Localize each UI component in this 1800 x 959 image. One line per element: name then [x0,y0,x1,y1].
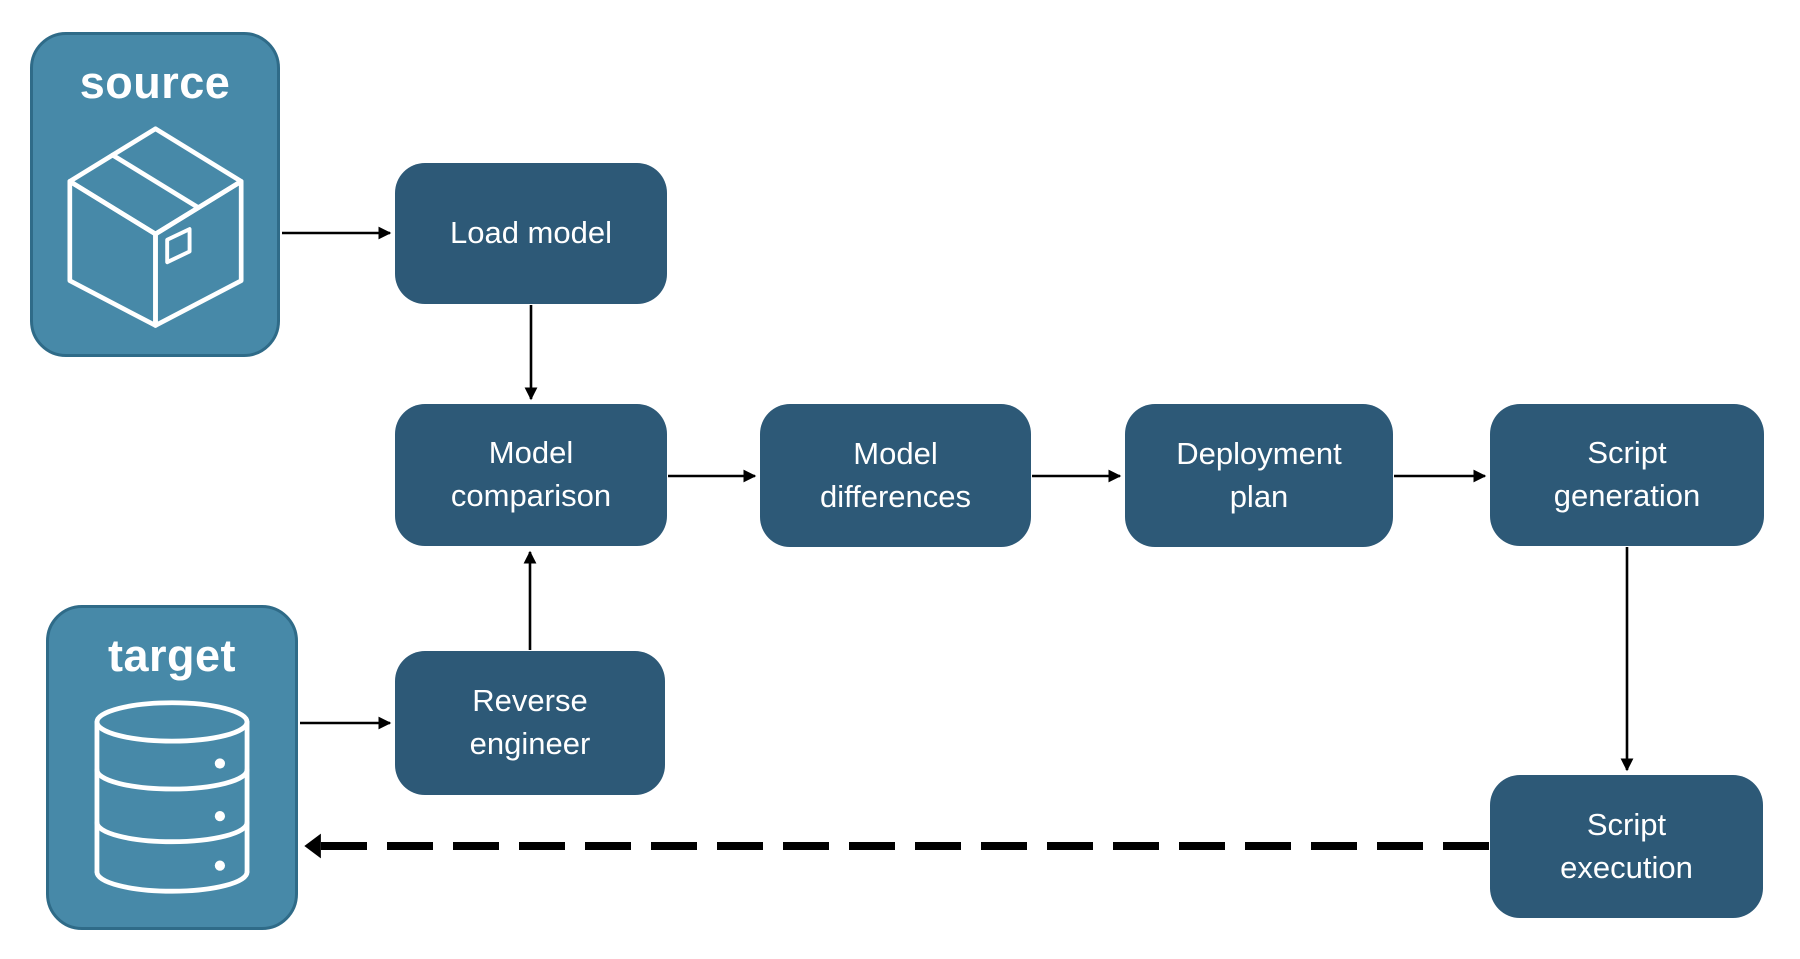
database-icon [94,700,250,894]
node-target: target [46,605,298,930]
package-icon [66,126,244,328]
node-source: source [30,32,280,357]
script-execution-label: Script execution [1560,806,1693,885]
node-load-model: Load model [395,163,667,304]
model-differences-label: Model differences [819,435,972,514]
node-model-differences: Model differences [760,404,1031,547]
source-label: source [79,57,231,108]
node-script-execution: Script execution [1490,775,1763,918]
node-reverse-engineer: Reverse engineer [395,651,665,795]
script-generation-label: Script generation [1553,435,1701,513]
model-comparison-label: Model comparison [450,435,612,513]
node-script-generation: Script generation [1490,404,1764,546]
node-model-comparison: Model comparison [395,404,667,546]
reverse-engineer-label: Reverse engineer [469,683,591,761]
target-label: target [107,630,237,681]
load-model-label: Load model [449,215,612,251]
deployment-plan-label: Deployment plan [1176,435,1342,514]
node-deployment-plan: Deployment plan [1125,404,1393,547]
